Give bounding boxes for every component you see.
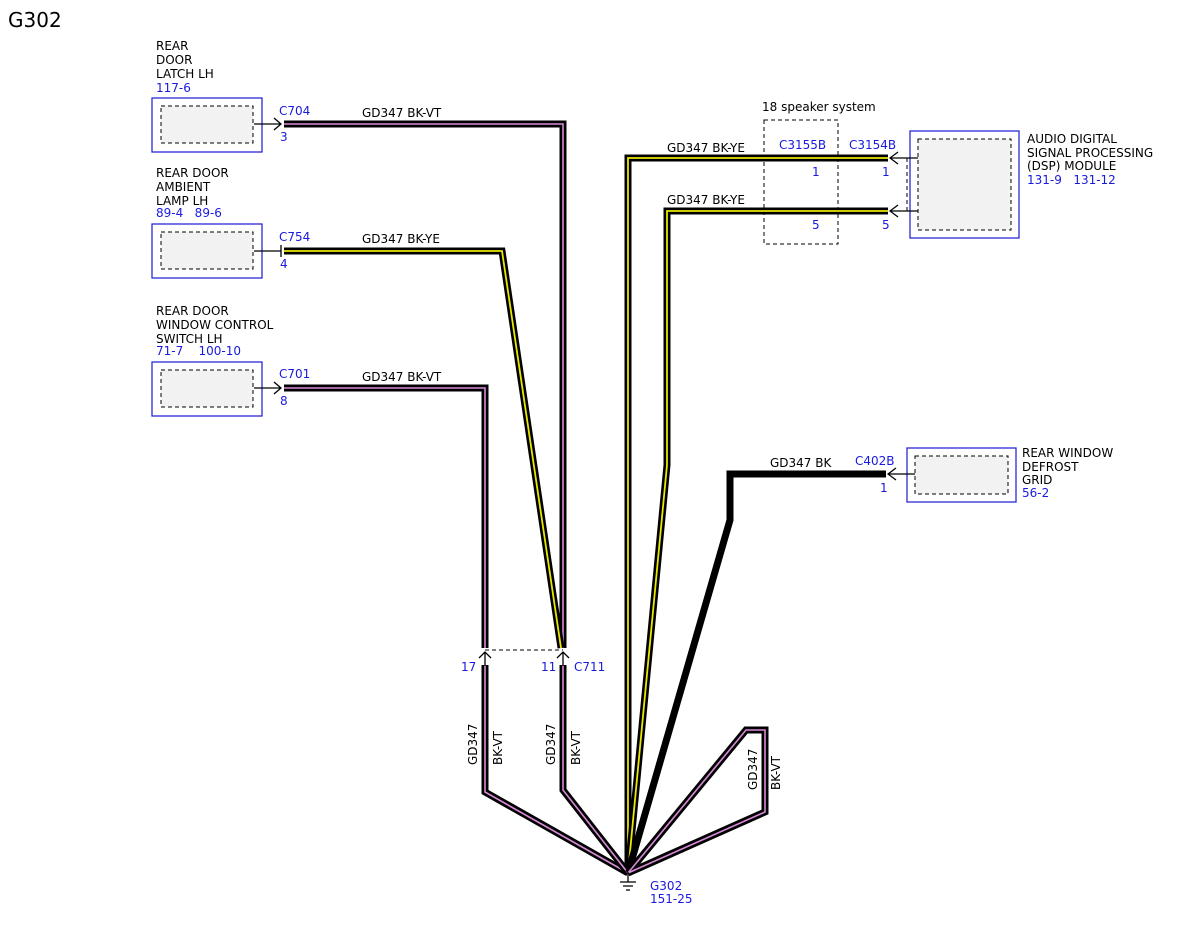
lamp-pin: 4	[280, 257, 288, 271]
dsp-wire-1-label: GD347 BK-YE	[667, 141, 745, 155]
lamp-inner	[160, 231, 254, 270]
wire-defrost-bk[interactable]	[624, 470, 886, 874]
page-title: G302	[8, 8, 62, 32]
lamp-name-2: AMBIENT	[156, 180, 211, 194]
window-wire-label: GD347 BK-VT	[362, 370, 442, 384]
inline-connector-c711[interactable]: 17 11 C711	[461, 649, 605, 674]
dsp-connector: C3154B	[849, 138, 896, 152]
latch-pin: 3	[280, 130, 288, 144]
vlabel-loop-color: BK-VT	[769, 755, 783, 790]
window-name-2: WINDOW CONTROL	[156, 318, 274, 332]
wire-window-bk-vt[interactable]	[284, 384, 489, 648]
defrost-inner	[914, 455, 1009, 495]
defrost-name-2: DEFROST	[1022, 460, 1079, 474]
lamp-refs: 89-4 89-6	[156, 206, 222, 220]
c711-pin11-arrow-icon	[556, 651, 570, 666]
dsp-refs: 131-9 131-12	[1027, 173, 1116, 187]
dsp-name-2: SIGNAL PROCESSING	[1027, 146, 1153, 160]
dsp-pin-1-arrow-icon	[888, 151, 918, 165]
lamp-wire-label: GD347 BK-YE	[362, 232, 440, 246]
wire-latch-bk-vt[interactable]	[284, 120, 567, 648]
latch-name-2: DOOR	[156, 53, 192, 67]
vlabel-17-circuit: GD347	[466, 724, 480, 765]
speaker-pin-5: 5	[812, 218, 820, 232]
c711-pin-11: 11	[541, 660, 556, 674]
c711-pin-17: 17	[461, 660, 476, 674]
dsp-name-3: (DSP) MODULE	[1027, 159, 1116, 173]
vlabel-11-color: BK-VT	[569, 730, 583, 765]
ground-icon	[620, 872, 636, 891]
defrost-pin: 1	[880, 481, 888, 495]
vlabel-11-circuit: GD347	[544, 724, 558, 765]
component-rear-window-defrost[interactable]: REAR WINDOW DEFROST GRID 56-2 C402B 1 GD…	[770, 446, 1113, 503]
dsp-pin-5-arrow-icon	[888, 204, 918, 218]
wire-lamp-bk-ye[interactable]	[284, 247, 565, 649]
window-name-3: SWITCH LH	[156, 332, 223, 346]
speaker-connector: C3155B	[779, 138, 826, 152]
window-connector: C701	[279, 367, 310, 381]
window-inner	[160, 369, 254, 408]
c711-connector: C711	[574, 660, 605, 674]
c711-pin17-arrow-icon	[478, 651, 492, 666]
defrost-connector: C402B	[855, 454, 895, 468]
dsp-pin-1: 1	[882, 165, 890, 179]
speaker-pin-1: 1	[812, 165, 820, 179]
latch-pin-arrow-icon	[254, 117, 282, 131]
component-rear-door-window-switch[interactable]: REAR DOOR WINDOW CONTROL SWITCH LH 71-7 …	[151, 304, 442, 417]
wire-dsp-pin1-bk-ye[interactable]	[624, 154, 888, 873]
component-rear-door-ambient-lamp[interactable]: REAR DOOR AMBIENT LAMP LH 89-4 89-6 C754…	[151, 166, 440, 279]
vertical-labels: GD347 BK-VT GD347 BK-VT GD347 BK-VT	[466, 724, 783, 790]
ground-g302[interactable]: G302 151-25	[620, 872, 693, 906]
latch-name-1: REAR	[156, 39, 188, 53]
defrost-refs: 56-2	[1022, 486, 1049, 500]
wire-c711-pin17-bk-vt[interactable]	[481, 665, 630, 877]
wire-c711-pin11-bk-vt[interactable]	[559, 665, 631, 876]
latch-wire-label: GD347 BK-VT	[362, 106, 442, 120]
vlabel-loop-circuit: GD347	[746, 749, 760, 790]
defrost-name-3: GRID	[1022, 473, 1052, 487]
window-refs: 71-7 100-10	[156, 344, 241, 358]
dsp-wire-5-label: GD347 BK-YE	[667, 193, 745, 207]
speaker-system-inline[interactable]: 18 speaker system C3155B 1 5	[762, 100, 876, 245]
ground-name: G302	[650, 879, 682, 893]
defrost-pin-arrow-icon	[886, 467, 915, 481]
component-rear-door-latch[interactable]: REAR DOOR LATCH LH 117-6 C704 3 GD347 BK…	[151, 39, 442, 153]
lamp-connector: C754	[279, 230, 310, 244]
speaker-system-label: 18 speaker system	[762, 100, 876, 114]
defrost-wire-label: GD347 BK	[770, 456, 832, 470]
speaker-system-box	[763, 119, 839, 245]
dsp-name-1: AUDIO DIGITAL	[1027, 132, 1117, 146]
window-pin-arrow-icon	[254, 381, 282, 395]
latch-inner	[160, 105, 254, 144]
lamp-name-1: REAR DOOR	[156, 166, 229, 180]
lamp-pin-icon	[254, 245, 282, 257]
ground-ref: 151-25	[650, 892, 693, 906]
latch-refs: 117-6	[156, 81, 191, 95]
wire-dsp-pin5-bk-ye[interactable]	[624, 207, 888, 874]
window-name-1: REAR DOOR	[156, 304, 229, 318]
defrost-name-1: REAR WINDOW	[1022, 446, 1113, 460]
dsp-inner	[917, 138, 1012, 231]
vlabel-17-color: BK-VT	[491, 730, 505, 765]
dsp-pin-5: 5	[882, 218, 890, 232]
wire-loop-bk-vt[interactable]	[625, 726, 769, 877]
latch-name-3: LATCH LH	[156, 67, 214, 81]
window-pin: 8	[280, 394, 288, 408]
lamp-name-3: LAMP LH	[156, 194, 208, 208]
latch-connector: C704	[279, 104, 310, 118]
component-audio-dsp-module[interactable]: AUDIO DIGITAL SIGNAL PROCESSING (DSP) MO…	[667, 130, 1153, 239]
